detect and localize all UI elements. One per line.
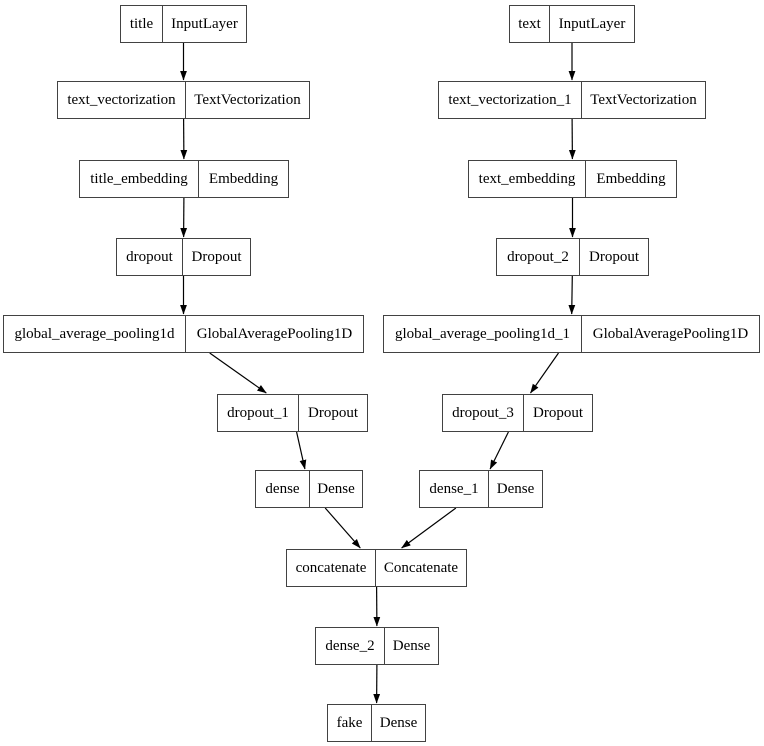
layer-class-label: Dense <box>379 714 418 731</box>
layer-name-label: text_vectorization_1 <box>439 82 582 118</box>
layer-name-label: dense_2 <box>316 628 385 664</box>
layer-class-label: GlobalAveragePooling1D <box>592 325 749 342</box>
edge-arrow <box>324 507 361 549</box>
node-text-vectorization: text_vectorization TextVectorization <box>57 81 310 119</box>
layer-name-label: text_embedding <box>469 161 586 197</box>
layer-name-label: text_vectorization <box>58 82 186 118</box>
node-dropout: dropout Dropout <box>116 238 251 276</box>
node-concatenate: concatenate Concatenate <box>286 549 467 587</box>
edge-arrow <box>209 352 267 394</box>
layer-name-label: dropout <box>117 239 183 275</box>
node-global-average-pooling1d: global_average_pooling1d GlobalAveragePo… <box>3 315 364 353</box>
layer-class-label: Concatenate <box>383 559 459 576</box>
node-dropout-1: dropout_1 Dropout <box>217 394 368 432</box>
node-text-embedding: text_embedding Embedding <box>468 160 677 198</box>
layer-class-label: Dropout <box>533 404 583 421</box>
node-dropout-2: dropout_2 Dropout <box>496 238 649 276</box>
layer-name-label: global_average_pooling1d <box>4 316 186 352</box>
node-global-average-pooling1d-1: global_average_pooling1d_1 GlobalAverage… <box>383 315 760 353</box>
layer-name-label: dense <box>256 471 310 507</box>
layer-class-label: Embedding <box>208 170 279 187</box>
layer-name-label: dropout_1 <box>218 395 299 431</box>
node-title: title InputLayer <box>120 5 247 43</box>
edge-arrow <box>296 431 307 470</box>
node-text: text InputLayer <box>509 5 635 43</box>
layer-class-label: TextVectorization <box>590 91 697 108</box>
layer-class-label: Dense <box>317 480 355 497</box>
node-dropout-3: dropout_3 Dropout <box>442 394 593 432</box>
layer-name-label: dropout_3 <box>443 395 524 431</box>
layer-class-label: Dense <box>496 480 535 497</box>
layer-name-label: dropout_2 <box>497 239 580 275</box>
layer-class-label: Dropout <box>191 248 242 265</box>
node-dense-2: dense_2 Dense <box>315 627 439 665</box>
edge-arrow <box>401 507 457 549</box>
layer-class-label: GlobalAveragePooling1D <box>196 325 353 342</box>
edge-arrow <box>568 275 576 315</box>
node-title-embedding: title_embedding Embedding <box>79 160 289 198</box>
layer-class-label: TextVectorization <box>194 91 301 108</box>
layer-class-label: InputLayer <box>171 15 238 32</box>
node-dense: dense Dense <box>255 470 363 508</box>
layer-name-label: title_embedding <box>80 161 199 197</box>
edge-arrow <box>489 431 509 470</box>
layer-class-label: InputLayer <box>558 15 626 32</box>
node-text-vectorization-1: text_vectorization_1 TextVectorization <box>438 81 706 119</box>
layer-name-label: text <box>510 6 550 42</box>
layer-name-label: dense_1 <box>420 471 489 507</box>
layer-class-label: Dropout <box>589 248 639 265</box>
layer-class-label: Embedding <box>596 170 666 187</box>
layer-name-label: concatenate <box>287 550 376 586</box>
node-fake: fake Dense <box>327 704 426 742</box>
layer-class-label: Dropout <box>308 404 358 421</box>
node-dense-1: dense_1 Dense <box>419 470 543 508</box>
layer-name-label: global_average_pooling1d_1 <box>384 316 582 352</box>
edge-arrow <box>530 352 559 394</box>
layer-class-label: Dense <box>392 637 431 654</box>
layer-name-label: title <box>121 6 163 42</box>
layer-name-label: fake <box>328 705 372 741</box>
